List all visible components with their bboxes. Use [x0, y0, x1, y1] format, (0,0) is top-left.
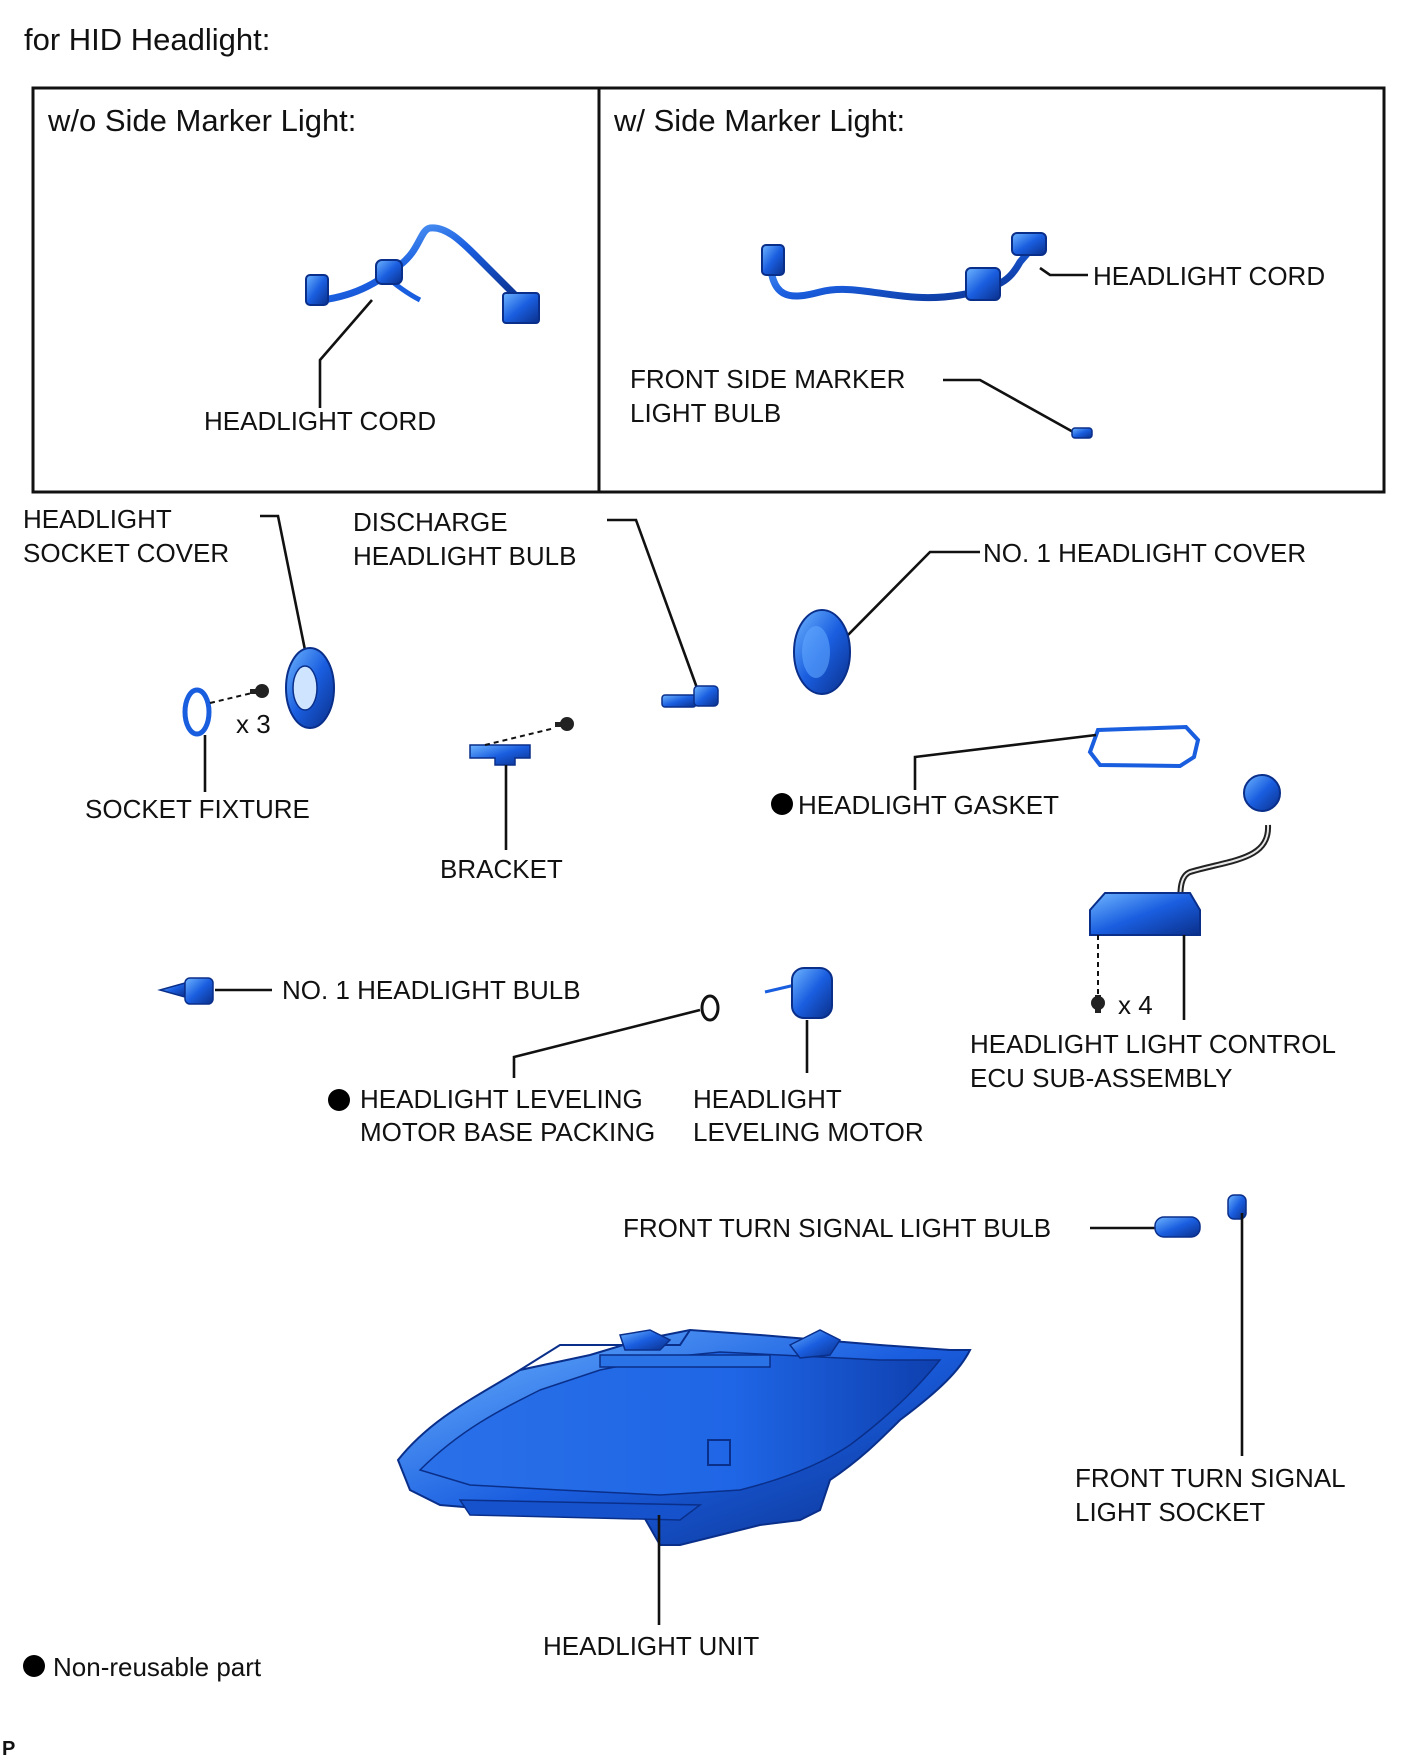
non-reusable-marker-gasket — [771, 793, 793, 815]
leader-gasket — [913, 733, 1097, 790]
label-gasket: HEADLIGHT GASKET — [798, 790, 1059, 820]
leader-headlight-cord-left — [318, 299, 373, 408]
headlight-unit-part — [396, 1328, 972, 1546]
leader-side-marker — [943, 378, 1076, 435]
label-side-marker-1: FRONT SIDE MARKER — [630, 364, 905, 394]
headlight-cord-left-part — [305, 224, 540, 324]
label-no1-bulb: NO. 1 HEADLIGHT BULB — [282, 975, 581, 1005]
label-socket-fixture: SOCKET FIXTURE — [85, 794, 310, 824]
label-packing-1: HEADLIGHT LEVELING — [360, 1084, 643, 1114]
screw-dash-line — [209, 692, 253, 704]
label-headlight-unit: HEADLIGHT UNIT — [543, 1631, 759, 1661]
label-bracket: BRACKET — [440, 854, 563, 884]
no1-cover-part — [793, 609, 851, 695]
leader-packing — [512, 1008, 701, 1078]
bracket-screw-icon — [555, 717, 574, 731]
turn-bulb-part — [1154, 1216, 1201, 1238]
leader-headlight-cord-right — [1039, 266, 1088, 277]
left-panel-title: w/o Side Marker Light: — [47, 103, 356, 138]
label-qty-x4: x 4 — [1118, 990, 1153, 1020]
label-turn-bulb: FRONT TURN SIGNAL LIGHT BULB — [623, 1213, 1051, 1243]
bracket-screw-dash — [484, 727, 556, 746]
label-no1-cover: NO. 1 HEADLIGHT COVER — [983, 538, 1306, 568]
label-turn-socket-2: LIGHT SOCKET — [1075, 1497, 1265, 1527]
turn-socket-part — [1227, 1194, 1247, 1220]
panel-frame — [31, 86, 1386, 494]
leader-socket-cover — [260, 514, 307, 651]
label-headlight-cord-left: HEADLIGHT CORD — [204, 406, 436, 436]
label-side-marker-2: LIGHT BULB — [630, 398, 781, 428]
label-motor-2: LEVELING MOTOR — [693, 1117, 924, 1147]
socket-cover-part — [285, 647, 335, 729]
no1-bulb-part — [157, 977, 214, 1005]
label-ecu-2: ECU SUB-ASSEMBLY — [970, 1063, 1232, 1093]
leveling-motor-part — [764, 967, 833, 1019]
label-qty-x3: x 3 — [236, 709, 271, 739]
label-socket-cover-1: HEADLIGHT — [23, 504, 172, 534]
bracket-part — [469, 744, 531, 766]
right-panel-title: w/ Side Marker Light: — [613, 103, 905, 138]
label-headlight-cord-right: HEADLIGHT CORD — [1093, 261, 1325, 291]
headlight-cord-right-part — [761, 232, 1047, 302]
gasket-part — [1087, 724, 1201, 769]
packing-part — [700, 994, 720, 1022]
discharge-bulb-part — [661, 685, 719, 708]
label-discharge-2: HEADLIGHT BULB — [353, 541, 576, 571]
legend-text: Non-reusable part — [53, 1652, 262, 1682]
label-turn-socket-1: FRONT TURN SIGNAL — [1075, 1463, 1346, 1493]
screw-icon — [250, 684, 269, 698]
ecu-part — [1089, 774, 1281, 936]
legend-marker — [23, 1655, 45, 1677]
ecu-screw-icon — [1091, 995, 1105, 1013]
label-ecu-1: HEADLIGHT LIGHT CONTROL — [970, 1029, 1336, 1059]
label-socket-cover-2: SOCKET COVER — [23, 538, 229, 568]
non-reusable-marker-packing — [328, 1089, 350, 1111]
leader-discharge — [607, 518, 699, 689]
label-motor-1: HEADLIGHT — [693, 1084, 842, 1114]
corner-mark: P — [2, 1738, 15, 1760]
side-marker-bulb-part — [1071, 427, 1093, 439]
leader-no1-cover — [844, 550, 980, 639]
socket-fixture-part — [182, 687, 212, 737]
page-heading: for HID Headlight: — [24, 22, 270, 57]
label-discharge-1: DISCHARGE — [353, 507, 508, 537]
label-packing-2: MOTOR BASE PACKING — [360, 1117, 655, 1147]
